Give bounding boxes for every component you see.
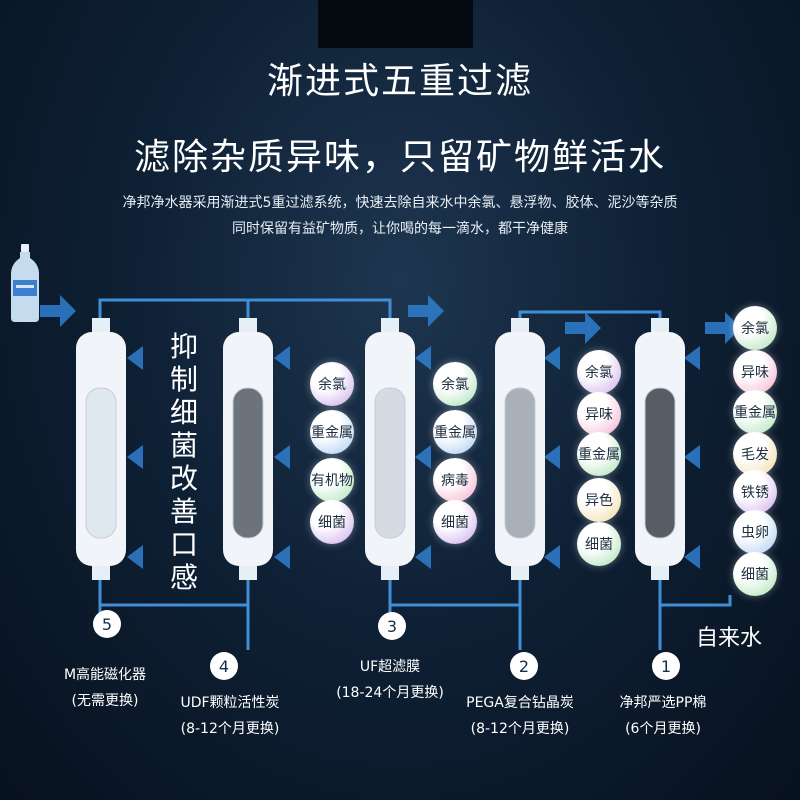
bubble-odor: 异味 (577, 392, 621, 436)
bubble-bacteria: 细菌 (310, 500, 354, 544)
stage-1-life: (6个月更换) (625, 721, 701, 737)
bubble-residual-chlorine: 余氯 (310, 362, 354, 406)
cartridge-1 (635, 318, 685, 580)
page-title: 渐进式五重过滤 (266, 61, 533, 102)
stage-1-name: 净邦严选PP棉 (619, 695, 707, 711)
stage-4-number: 4 (210, 652, 238, 680)
stage-3-number: 3 (378, 612, 406, 640)
stage-5-life: (无需更换) (71, 693, 139, 709)
cartridge-3 (365, 318, 415, 580)
bubble-bacteria: 细菌 (433, 500, 477, 544)
bubble-residual-chlorine: 余氯 (733, 306, 777, 350)
description-line-2: 同时保留有益矿物质，让你喝的每一滴水，都干净健康 (232, 221, 568, 237)
top-dark-bar (318, 0, 473, 48)
tap-water-label: 自来水 (696, 626, 763, 651)
bubble-rust: 铁锈 (733, 470, 777, 514)
vertical-text-improve-taste: 改善口感 (169, 462, 198, 594)
vertical-text-inhibit-bacteria: 抑制细菌 (169, 330, 198, 462)
bubble-residual-chlorine: 余氯 (577, 350, 621, 394)
description-line-1: 净邦净水器采用渐进式5重过滤系统，快速去除自来水中余氯、悬浮物、胶体、泥沙等杂质 (122, 195, 678, 211)
stage-1-number: 1 (652, 652, 680, 680)
bubble-heavy-metals: 重金属 (577, 432, 621, 476)
cartridge-4 (223, 318, 273, 580)
bubble-discoloration: 异色 (577, 478, 621, 522)
bubble-heavy-metals: 重金属 (310, 410, 354, 454)
water-bottle-icon (11, 244, 39, 322)
bubble-heavy-metals: 重金属 (433, 410, 477, 454)
bubble-odor: 异味 (733, 350, 777, 394)
bubble-heavy-metals: 重金属 (733, 390, 777, 434)
stage-5-number: 5 (93, 610, 121, 638)
bubble-virus: 病毒 (433, 458, 477, 502)
bubble-residual-chlorine: 余氯 (433, 362, 477, 406)
stage-3-life: (18-24个月更换) (336, 685, 444, 701)
bubble-bacteria: 细菌 (577, 522, 621, 566)
stage-3-name: UF超滤膜 (359, 659, 421, 675)
flow-arrows (40, 295, 741, 569)
stage-2-name: PEGA复合钻晶炭 (466, 695, 574, 711)
bubble-bacteria: 细菌 (733, 552, 777, 596)
stage-4-name: UDF颗粒活性炭 (180, 695, 280, 711)
page-subtitle: 滤除杂质异味，只留矿物鲜活水 (133, 137, 666, 178)
stage-4-life: (8-12个月更换) (180, 721, 280, 737)
bubble-hair: 毛发 (733, 432, 777, 476)
bubble-insect-eggs: 虫卵 (733, 510, 777, 554)
bubble-organics: 有机物 (310, 458, 354, 502)
stage-2-life: (8-12个月更换) (470, 721, 570, 737)
cartridge-2 (495, 318, 545, 580)
stage-5-name: M高能磁化器 (63, 667, 147, 683)
stage-2-number: 2 (510, 652, 538, 680)
cartridge-5 (76, 318, 126, 580)
